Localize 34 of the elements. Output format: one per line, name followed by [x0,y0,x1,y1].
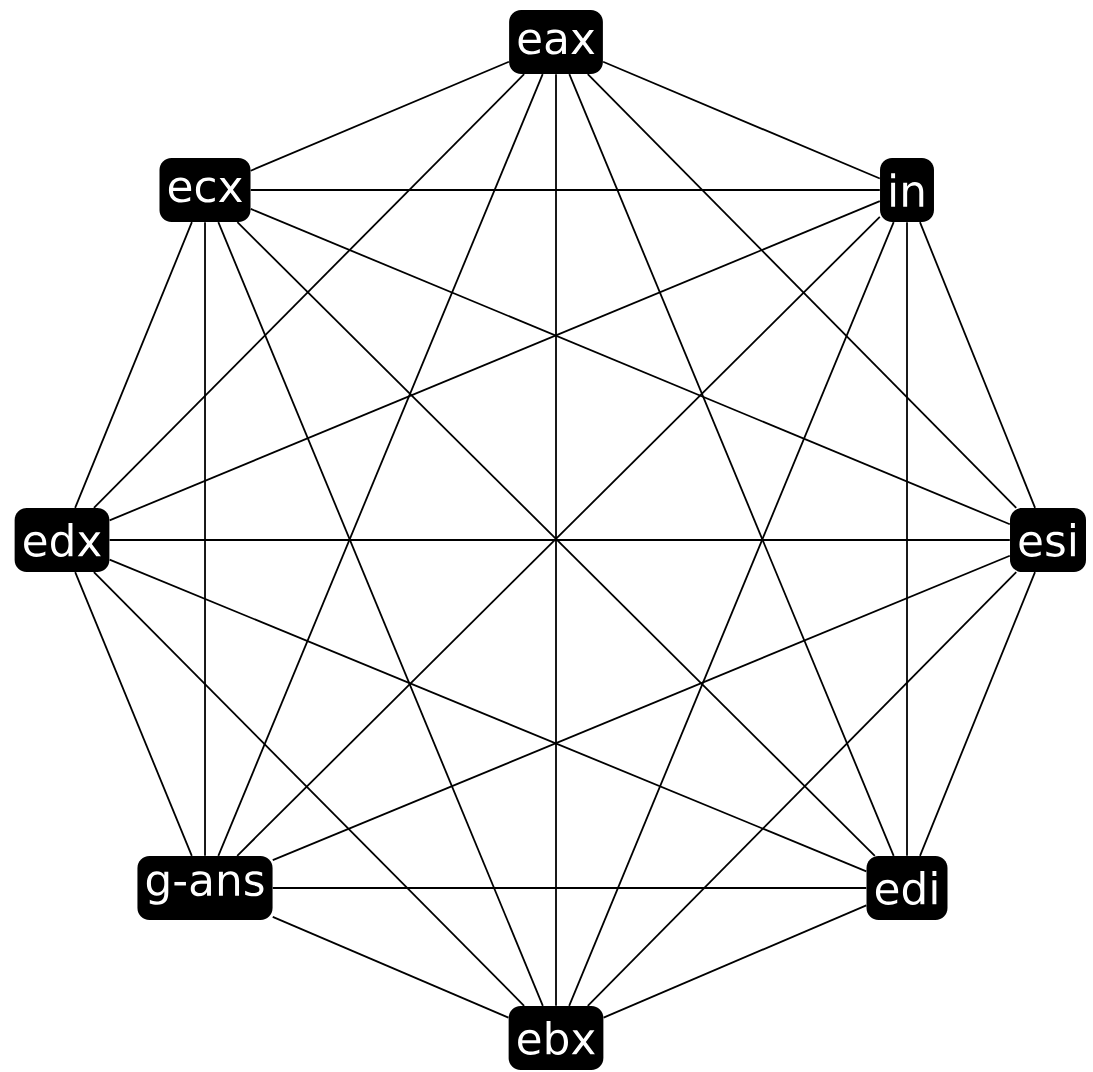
register-box: edx [14,508,110,572]
edge-line [204,221,206,857]
edge-line [555,73,557,1007]
register-box: g-ans [137,856,273,920]
edge-line [271,916,510,1019]
edge-line [586,73,1018,509]
edge-line [74,221,193,509]
edge-line [919,221,1036,509]
edge-line [568,73,895,857]
edge-line [602,904,868,1019]
edge-line [271,887,868,889]
edge-line [108,200,881,522]
edge-line [249,189,881,191]
edge-line [586,571,1018,1007]
register-box: ecx [159,158,251,222]
edge-line [108,539,1011,541]
register-box: eax [509,10,603,74]
register-box: edi [866,856,948,920]
edge-line [74,571,193,857]
register-box: in [880,158,934,222]
edge-line [217,73,544,857]
register-box: esi [1010,508,1086,572]
edge-line [906,221,908,857]
register-box: ebx [508,1006,604,1070]
edge-line [93,73,525,509]
edge-line [249,208,1011,526]
edge-line [271,554,1011,862]
edge-line [93,571,525,1007]
edge-line [217,221,544,1007]
edge-line [568,221,895,1007]
edge-line [108,558,868,873]
edge-line [249,60,510,172]
edge-line [919,571,1036,857]
edge-line [602,60,881,180]
